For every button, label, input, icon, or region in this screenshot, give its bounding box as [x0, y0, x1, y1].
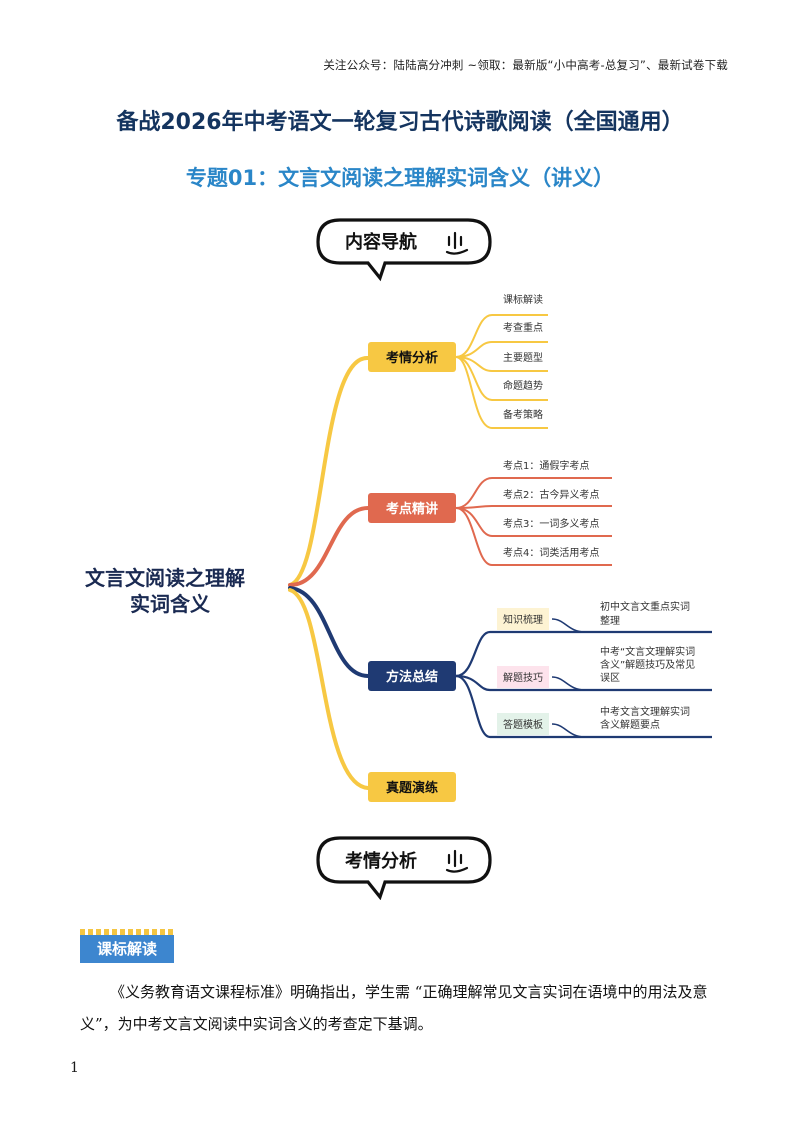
child-kaocha: 考查重点 [503, 321, 543, 334]
branch-kaoqing-box [368, 342, 456, 372]
content-nav-bubble: 内容导航 [316, 218, 492, 282]
content-nav-label: 内容导航 [345, 231, 417, 253]
branch-fangfa: 方法总结 知识梳理 解题技巧 答题模板 初中文言文重点实词 整理 中考“文言文理… [368, 600, 712, 739]
main-branches [288, 355, 370, 790]
child-tixing: 主要题型 [503, 351, 543, 364]
top-note: 关注公众号：陆陆高分冲刺 ~领取：最新版“小中高考-总复习”、最新试卷下载 [323, 58, 728, 72]
desc-dati-1: 中考文言文理解实词 [600, 705, 690, 718]
child-celue: 备考策略 [503, 408, 543, 421]
desc-zhishi-1: 初中文言文重点实词 [600, 600, 690, 613]
branch-kaodian-label: 考点精讲 [386, 501, 438, 517]
svg-text:考点1：通假字考点 考点2：古今异义考点: 考点1：通假字考点 考点2：古今异义考点 考点3：一词多义考点 考点4：词类活用… [503, 459, 603, 559]
tag-zhishi-bg [497, 608, 549, 630]
branch-zhenti-label: 真题演练 [386, 780, 438, 796]
section-tag: 课标解读 [80, 929, 174, 963]
desc-jieti-2: 含义”解题技巧及常见 [600, 658, 695, 671]
analysis-bubble: 考情分析 [316, 836, 492, 900]
branch-fangfa-label: 方法总结 [386, 669, 438, 685]
branch-kaodian-box [368, 493, 456, 523]
section-paragraph: 《义务教育语文课程标准》明确指出，学生需 “正确理解常见文言实词在语境中的用法及… [80, 983, 708, 1033]
mind-map: 内容导航 文言文阅读之理解 实词含义 考情分析 课标解读 考查重点 主要题型 命… [85, 218, 712, 900]
child-qushi: 命题趋势 [503, 379, 543, 392]
desc-jieti-1: 中考“文言文理解实词 [600, 645, 695, 658]
tag-dati-bg [497, 713, 549, 735]
root-line-1: 文言文阅读之理解 [85, 566, 245, 590]
tag-jieti-bg [497, 666, 549, 688]
tag-jieti: 解题技巧 [503, 671, 543, 684]
branch-kaoqing: 考情分析 课标解读 考查重点 主要题型 命题趋势 备考策略 [368, 293, 548, 429]
child-kaodian-2: 考点2：古今异义考点 [503, 488, 599, 501]
page-number: 1 [70, 1060, 79, 1076]
svg-text:初中文言文重点实词 整理 中考“文言: 初中文言文重点实词 整理 中考“文言文理解实词 含义”解题技巧及常见 误区 中考… [600, 600, 698, 731]
branch-kaoqing-label: 考情分析 [386, 350, 438, 366]
branch-fangfa-box [368, 661, 456, 691]
desc-zhishi-2: 整理 [600, 614, 620, 627]
svg-text:知识梳理 解题技巧 答题模板: 知识梳理 解题技巧 答题模板 [503, 613, 546, 731]
child-kaodian-4: 考点4：词类活用考点 [503, 546, 599, 559]
branch-kaodian: 考点精讲 考点1：通假字考点 考点2：古今异义考点 考点3：一词多义考点 考点4… [368, 459, 612, 566]
doodle-icon [445, 849, 469, 873]
root-line-2: 实词含义 [130, 592, 210, 616]
desc-jieti-3: 误区 [600, 672, 620, 684]
tag-zhishi: 知识梳理 [503, 613, 543, 626]
sub-title: 专题01：文言文阅读之理解实词含义（讲义） [185, 166, 615, 190]
branch-zhenti-box [368, 772, 456, 802]
main-title: 备战2026年中考语文一轮复习古代诗歌阅读（全国通用） [116, 110, 684, 135]
branch-zhenti: 真题演练 [368, 772, 456, 802]
analysis-bubble-label: 考情分析 [345, 850, 417, 872]
svg-text:课标解读 考查重点 主要题型: 课标解读 考查重点 主要题型 命题趋势 备考策略 [503, 293, 546, 421]
desc-dati-2: 含义解题要点 [600, 718, 660, 731]
child-kebiao: 课标解读 [503, 293, 543, 306]
child-kaodian-3: 考点3：一词多义考点 [503, 517, 599, 530]
child-kaodian-1: 考点1：通假字考点 [503, 459, 589, 472]
doodle-icon [445, 231, 469, 255]
tag-dati: 答题模板 [503, 718, 543, 731]
